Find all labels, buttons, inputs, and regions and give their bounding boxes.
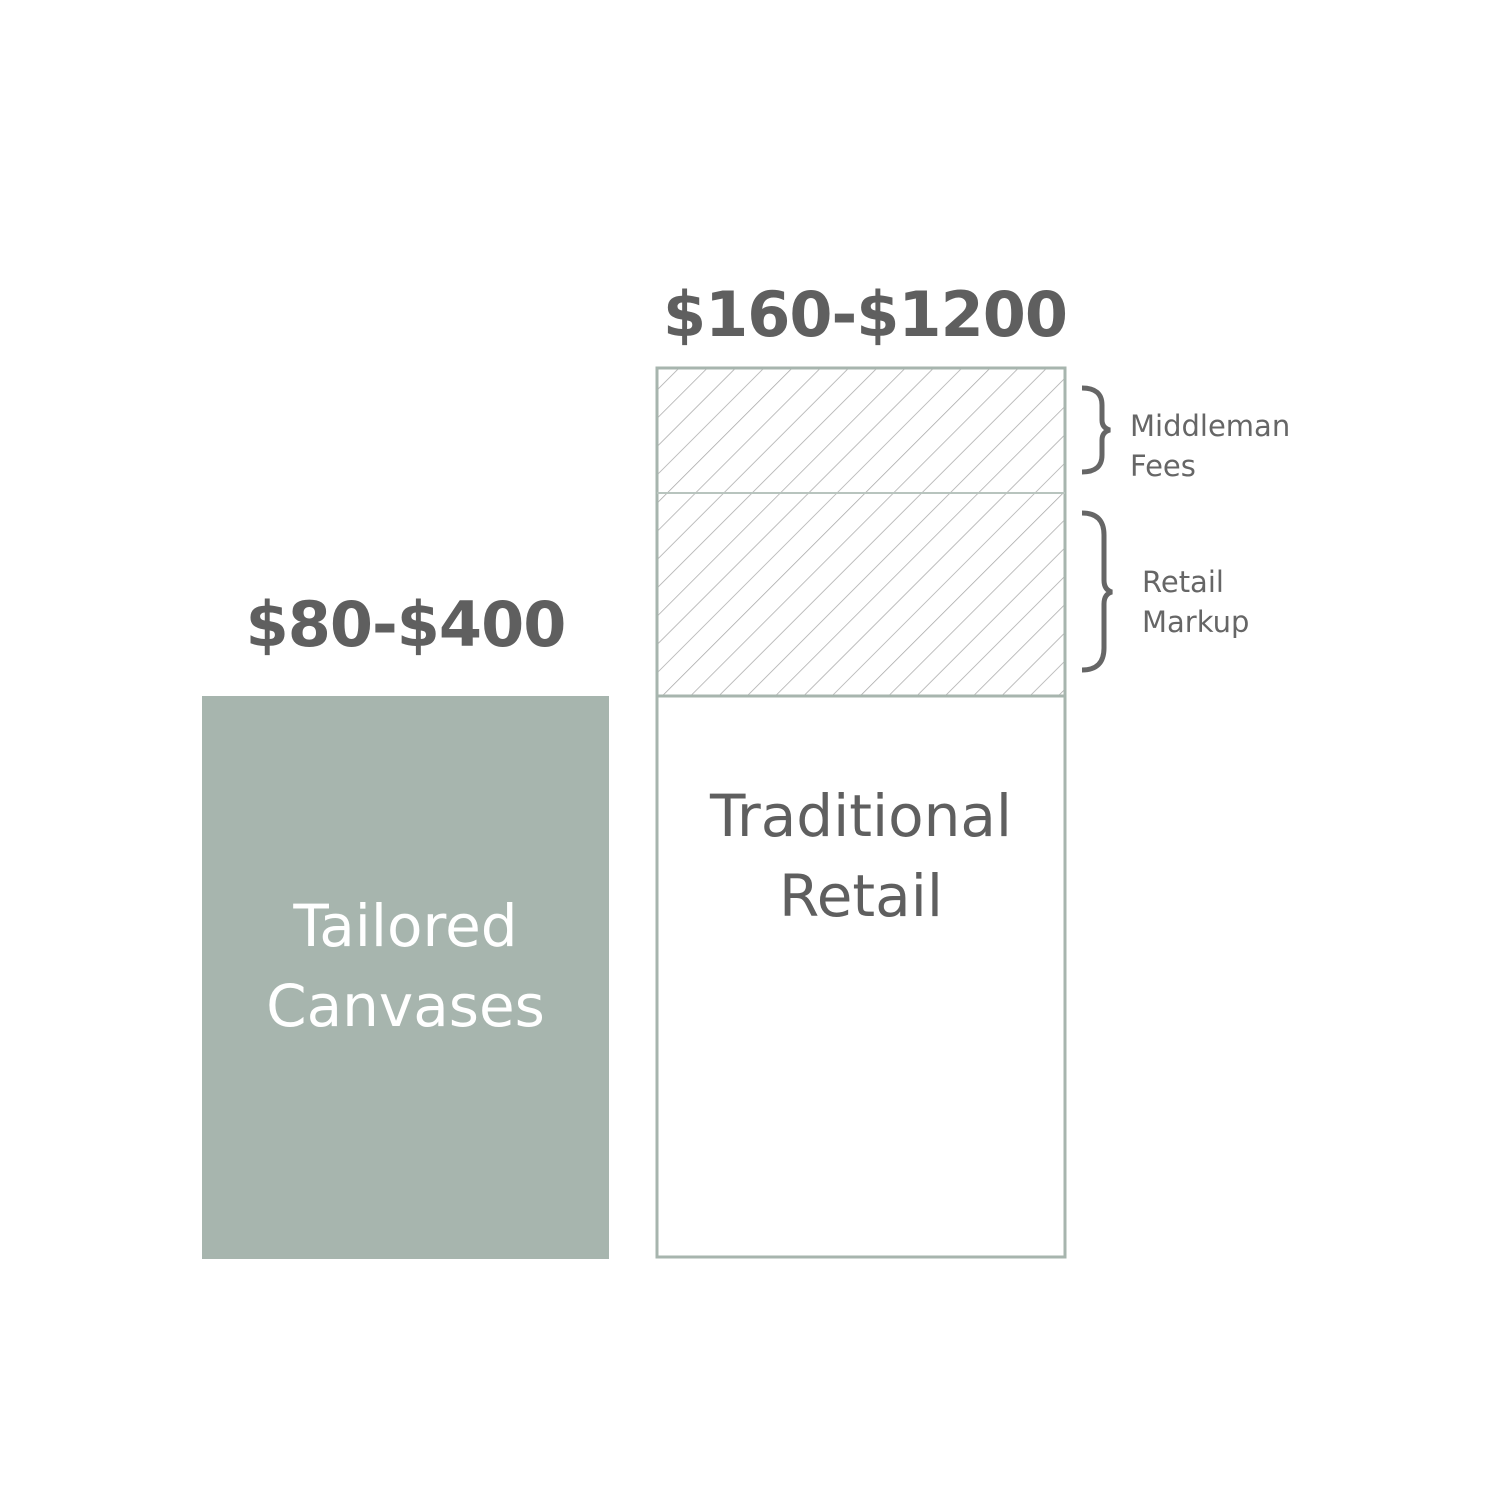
bar-label-line: Tailored [293, 892, 518, 960]
bar-traditional-retail [655, 366, 1067, 1259]
price-label-traditional: $160-$1200 [663, 278, 1068, 351]
brace-retail-markup [1081, 510, 1113, 673]
annotation-line: Markup [1142, 605, 1250, 639]
segment-middleman-fees [657, 368, 1065, 493]
price-label-tailored: $80-$400 [245, 588, 567, 661]
annotation-middleman-fees: Middleman Fees [1130, 406, 1290, 486]
segment-retail-markup [657, 493, 1065, 696]
bar-label-line: Traditional [710, 782, 1012, 850]
brace-middleman-fees [1081, 385, 1111, 475]
annotation-retail-markup: Retail Markup [1142, 562, 1249, 642]
annotation-line: Middleman [1130, 409, 1291, 443]
annotation-line: Fees [1130, 449, 1196, 483]
bar-label-line: Retail [779, 862, 943, 930]
annotation-line: Retail [1142, 565, 1224, 599]
bar-tailored-canvases [202, 696, 609, 1259]
bar-label-traditional: Traditional Retail [657, 776, 1065, 936]
bar-label-tailored: Tailored Canvases [202, 886, 609, 1046]
bar-label-line: Canvases [266, 972, 545, 1040]
